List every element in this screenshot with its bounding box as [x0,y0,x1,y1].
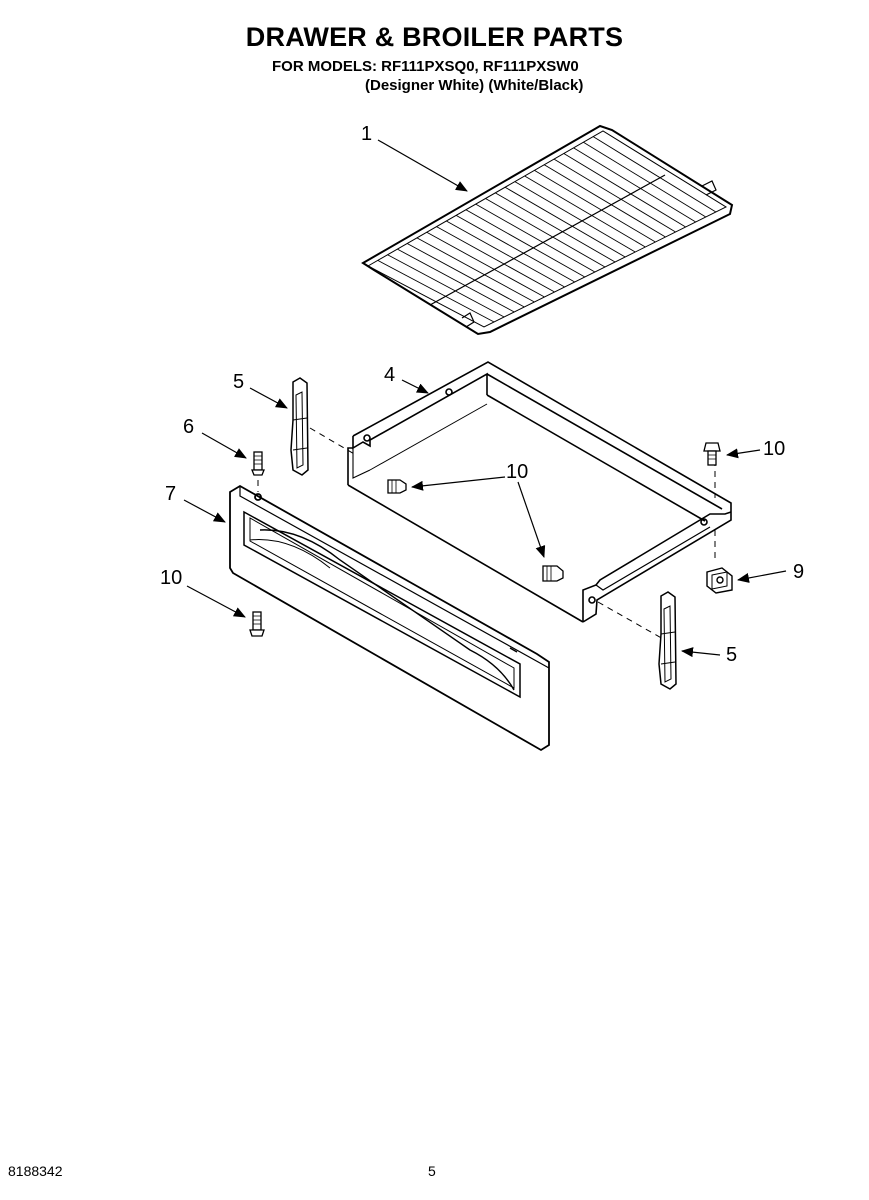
leader-arrows [183,139,787,658]
grid-bar [583,141,707,218]
page-title: DRAWER & BROILER PARTS [245,22,624,52]
screw-right [703,442,721,466]
grid-bar [592,136,717,213]
callout-10-right: 10 [763,438,785,460]
callout-5-right: 5 [726,644,737,666]
grid-bar [416,237,535,303]
callout-10-front: 10 [160,567,182,589]
broiler-grid [361,124,734,336]
screw-drawer-left [387,479,407,494]
grid-bar [495,192,616,263]
grid-bar [455,214,575,283]
callout-9: 9 [793,561,804,583]
grid-bar [573,147,696,223]
drawer-body [347,361,732,623]
grid-bar [397,248,515,313]
stud-part [251,451,265,476]
grid-bar [436,226,555,293]
callout-10-drawer: 10 [506,461,528,483]
callout-1: 1 [361,123,372,145]
screw-front [249,611,265,637]
callout-6: 6 [183,416,194,438]
drawer-slide-left [290,377,309,476]
grid-bar [553,158,676,233]
document-number: 8188342 [8,1163,63,1179]
grid-bar [387,254,505,318]
screw-drawer-mid [542,565,564,582]
callout-5-left: 5 [233,371,244,393]
drawer-slide-right [658,591,677,690]
grid-bar [465,209,586,278]
callout-4: 4 [384,364,395,386]
model-list: FOR MODELS: RF111PXSQ0, RF111PXSW0 [272,58,579,75]
callout-7: 7 [165,483,176,505]
grid-bar [544,164,666,238]
grid-bar [426,231,545,298]
grid-bar [514,181,636,253]
grid-bar [524,175,646,248]
grid-bar [377,259,495,323]
grid-bar [563,153,686,228]
grid-bar [485,198,606,268]
grid-bar [534,169,656,243]
grid-bar [475,203,596,273]
drawer-clip [706,567,733,594]
grid-bar [406,243,525,308]
model-variants: (Designer White) (White/Black) [365,77,584,94]
grid-bar [446,220,565,288]
drawer-front-panel [229,484,550,752]
page-number: 5 [428,1163,436,1179]
grid-bars [377,136,717,323]
grid-bar [504,186,626,258]
